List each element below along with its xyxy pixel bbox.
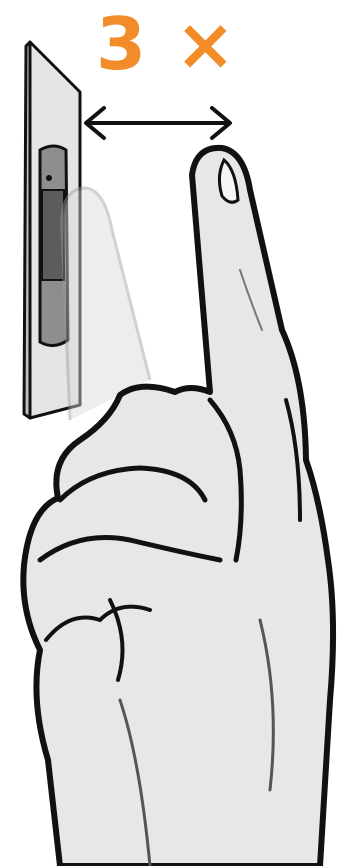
- double-headed-arrow-icon: [86, 108, 230, 138]
- indicator-light-icon: [46, 175, 52, 181]
- repeat-count-label: 3 ×: [96, 4, 238, 84]
